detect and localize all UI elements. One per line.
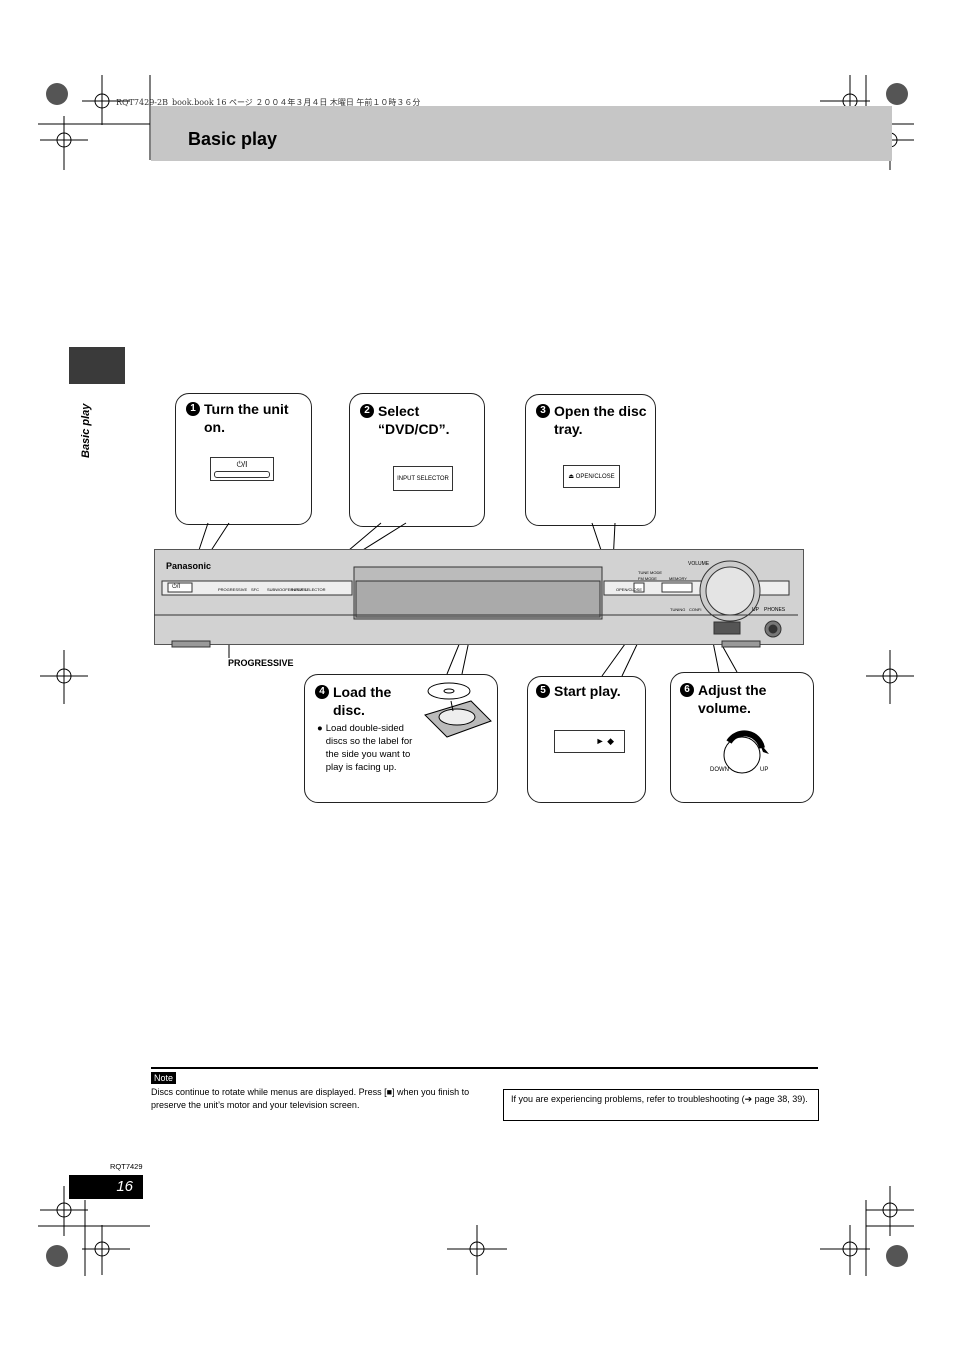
step-6-callout: 6 Adjust the volume. DOWN UP [670, 672, 814, 803]
power-button-illustration: ⏻/I [210, 457, 274, 481]
step-number: 2 [360, 404, 374, 418]
volume-knob-illustration [723, 730, 769, 774]
input-selector-illustration: INPUT SELECTOR [393, 466, 453, 491]
document-code: RQT7429 [110, 1162, 143, 1171]
unit-label-fm-mode: FM MODE [638, 576, 657, 581]
page-title: Basic play [188, 129, 278, 149]
unit-label-memory: MEMORY [669, 576, 687, 581]
disc-tray-illustration [424, 682, 492, 738]
side-label: Basic play [80, 403, 92, 458]
step-text: Open the disc tray. [554, 403, 647, 437]
unit-label-volume: VOLUME [688, 561, 710, 567]
unit-label-tuning: TUNING [670, 607, 686, 612]
unit-label-subwoofer: SUBWOOFER LEVEL [267, 587, 307, 592]
knob-down-label: DOWN [710, 767, 729, 773]
unit-label-progressive-small: PROGRESSIVE [218, 587, 248, 592]
unit-label-power: ⏻/I [172, 584, 181, 590]
unit-brand: Panasonic [166, 561, 212, 571]
step-1-callout: 1 Turn the unit on. ⏻/I [175, 393, 312, 525]
unit-label-tune-mode: TUNE MODE [638, 570, 662, 575]
step-4-callout: 4 Load the disc. ●Load double-sided disc… [304, 674, 498, 803]
step-text: Start play. [554, 683, 621, 699]
step-number: 1 [186, 402, 200, 416]
play-button-illustration: ► ◆ [554, 730, 625, 753]
unit-label-sfc: SFC [251, 587, 259, 592]
open-close-illustration: ⏏ OPEN/CLOSE [563, 465, 620, 488]
step-number: 4 [315, 685, 329, 699]
note-tag: Note [151, 1072, 177, 1084]
title-bar [151, 106, 892, 161]
unit-label-conf: CONFI [689, 607, 702, 612]
step-text: Turn the unit on. [204, 401, 289, 435]
step-5-callout: 5 Start play. ► ◆ [527, 676, 646, 803]
knob-up-label: UP [760, 767, 769, 773]
step-number: 5 [536, 684, 550, 698]
step-number: 6 [680, 683, 694, 697]
print-header: RQT7429-2B_book.book 16 ページ ２００４年３月４日 木曜… [116, 98, 421, 107]
unit-drawing [154, 560, 798, 648]
troubleshooting-box: If you are experiencing problems, refer … [503, 1089, 819, 1121]
note-text: Discs continue to rotate while menus are… [151, 1087, 470, 1110]
note-rule [151, 1067, 818, 1069]
step-2-callout: 2 Select “DVD/CD”. INPUT SELECTOR [349, 393, 485, 527]
unit-label-up: UP [752, 607, 759, 613]
page-number: 16 [69, 1175, 143, 1199]
step-number: 3 [536, 404, 550, 418]
unit-label-input: INPUT SELECTOR [291, 587, 326, 592]
step-text: Adjust the volume. [698, 682, 767, 716]
step-3-callout: 3 Open the disc tray. ⏏ OPEN/CLOSE [525, 394, 656, 526]
side-tab [69, 347, 125, 384]
step-text: Select “DVD/CD”. [378, 403, 450, 437]
unit-label-openclose: OPEN/CLOSE [616, 587, 643, 592]
progressive-label: PROGRESSIVE [228, 658, 294, 668]
unit-label-phones: PHONES [764, 607, 786, 613]
step-text: Load the disc. [333, 684, 392, 718]
step-4-bullet: ●Load double-sided discs so the label fo… [317, 723, 413, 773]
